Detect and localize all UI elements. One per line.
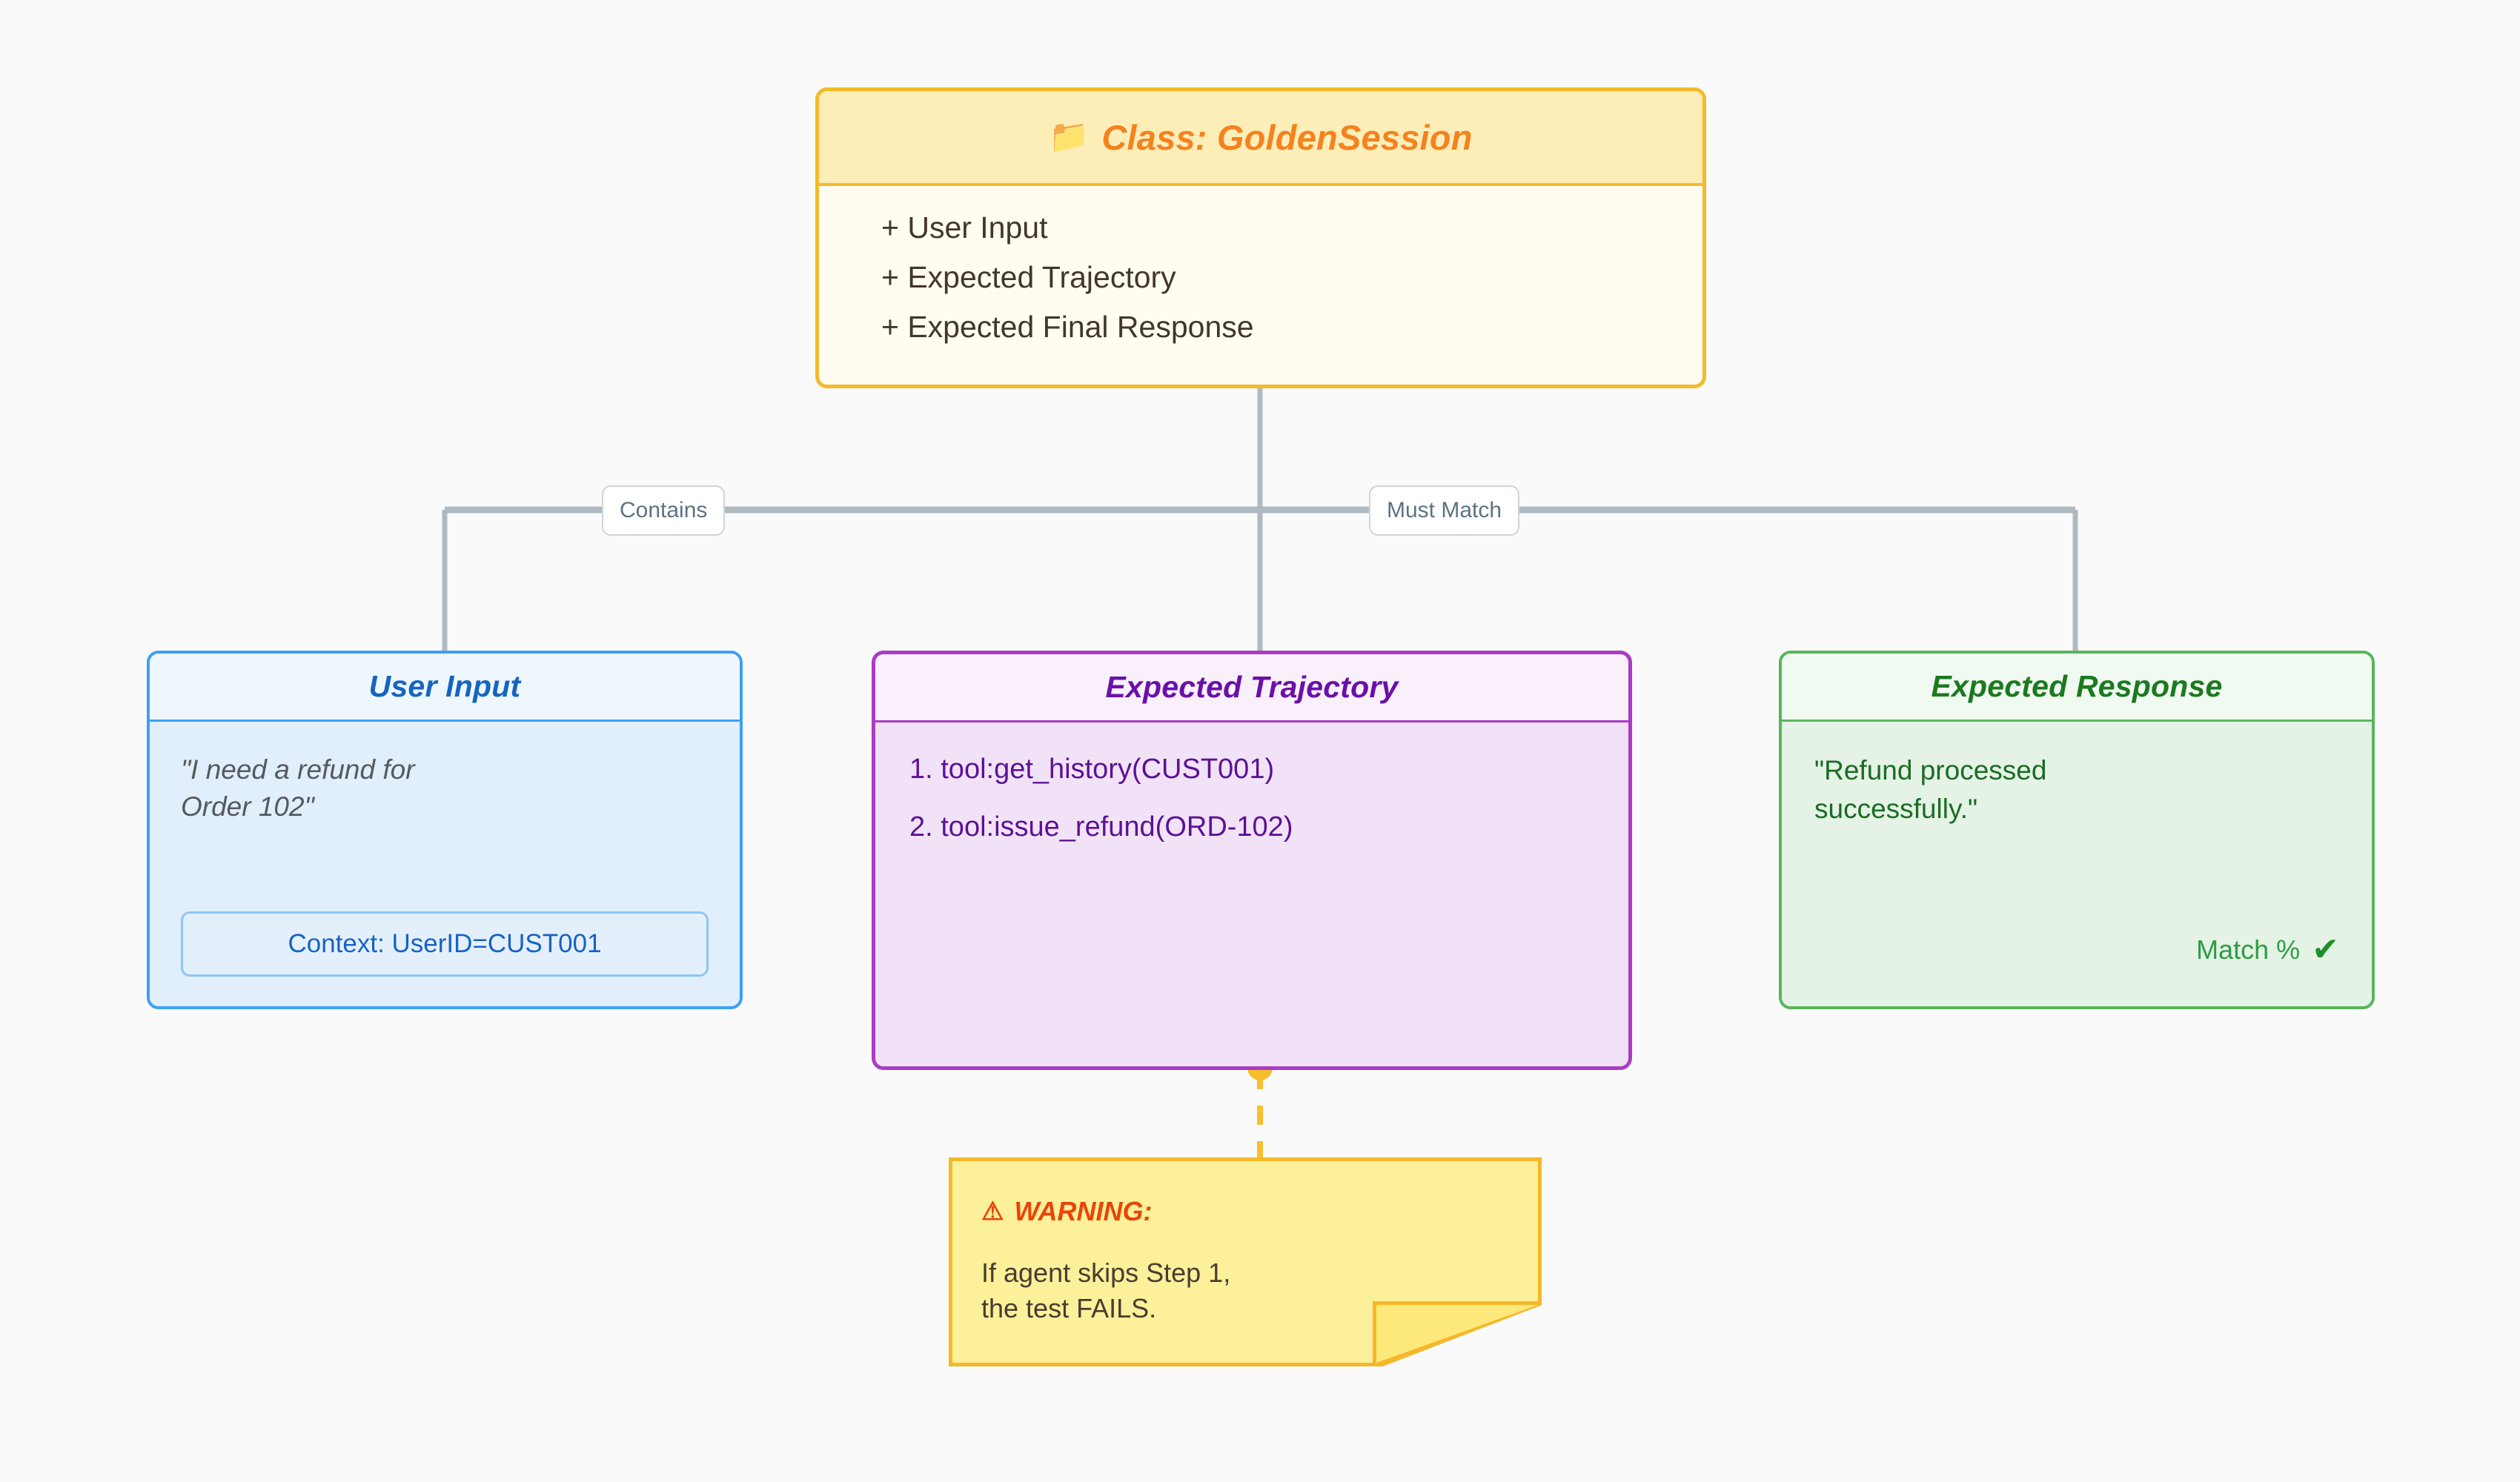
trajectory-step: 1. tool:get_history(CUST001): [909, 754, 1275, 785]
class-attribute: + User Input: [881, 210, 1048, 245]
expected-trajectory-node[interactable]: Expected Trajectory 1. tool:get_history(…: [872, 651, 1632, 1070]
match-percent-row: Match % ✔: [1814, 934, 2339, 966]
warning-note: ⚠ WARNING: If agent skips Step 1, the te…: [949, 1157, 1542, 1366]
user-input-body: "I need a refund for Order 102" Context:…: [150, 722, 740, 1006]
trajectory-title: Expected Trajectory: [1105, 670, 1399, 704]
class-node-title: Class: GoldenSession: [1101, 117, 1473, 157]
trajectory-body: 1. tool:get_history(CUST001) 2. tool:iss…: [875, 722, 1628, 1066]
class-node-header: 📁 Class: GoldenSession: [819, 91, 1702, 186]
user-input-node[interactable]: User Input "I need a refund for Order 10…: [147, 651, 743, 1009]
warning-note-content: ⚠ WARNING: If agent skips Step 1, the te…: [981, 1196, 1512, 1326]
warning-triangle-icon: ⚠: [981, 1197, 1004, 1226]
check-icon: ✔: [2312, 931, 2339, 968]
warning-title-row: ⚠ WARNING:: [981, 1196, 1512, 1227]
edge-label-contains: Contains: [602, 485, 726, 536]
folder-icon: 📁: [1049, 119, 1090, 155]
user-input-title: User Input: [368, 669, 521, 703]
class-node-attributes: + User Input + Expected Trajectory + Exp…: [819, 186, 1702, 385]
response-quote: "Refund processed successfully.": [1814, 755, 2047, 824]
warning-text: If agent skips Step 1, the test FAILS.: [981, 1257, 1231, 1323]
user-input-quote: "I need a refund for Order 102": [181, 754, 415, 823]
warning-title: WARNING:: [1014, 1196, 1153, 1226]
match-percent-label: Match %: [2196, 934, 2301, 965]
trajectory-step: 2. tool:issue_refund(ORD-102): [909, 811, 1293, 843]
trajectory-header: Expected Trajectory: [875, 654, 1628, 722]
response-body: "Refund processed successfully." Match %…: [1782, 722, 2372, 1006]
class-attribute: + Expected Final Response: [881, 310, 1254, 344]
user-input-header: User Input: [150, 654, 740, 722]
class-attribute: + Expected Trajectory: [881, 260, 1176, 294]
response-header: Expected Response: [1782, 654, 2372, 722]
class-node-golden-session[interactable]: 📁 Class: GoldenSession + User Input + Ex…: [815, 87, 1706, 388]
edge-label-must-match: Must Match: [1369, 485, 1520, 536]
context-chip[interactable]: Context: UserID=CUST001: [181, 911, 709, 977]
expected-response-node[interactable]: Expected Response "Refund processed succ…: [1779, 651, 2375, 1009]
response-title: Expected Response: [1931, 669, 2223, 703]
